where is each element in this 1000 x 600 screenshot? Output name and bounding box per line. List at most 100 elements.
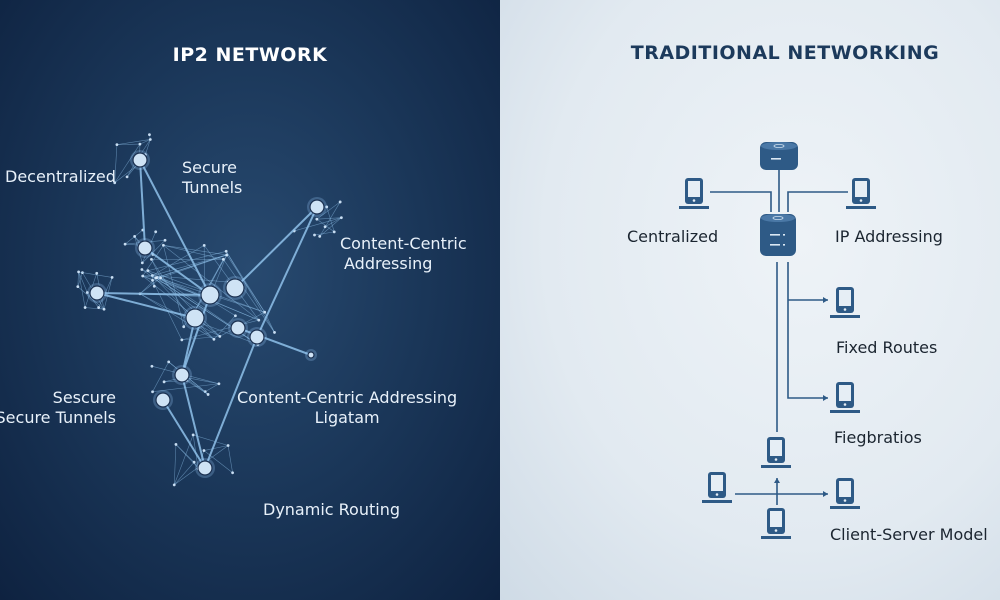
connection-line xyxy=(710,191,772,212)
network-link xyxy=(181,317,196,376)
mesh-point xyxy=(146,269,150,273)
network-node xyxy=(200,285,220,305)
mesh-link xyxy=(152,254,227,276)
mesh-point xyxy=(263,310,267,314)
network-link xyxy=(181,374,206,469)
server-top-mark xyxy=(772,215,784,220)
label-content-centric: Content-Centric Addressing xyxy=(340,234,467,274)
device-screen xyxy=(770,511,782,527)
mesh-point xyxy=(202,243,206,247)
network-node xyxy=(225,278,245,298)
mesh-point xyxy=(125,175,129,179)
mesh-link xyxy=(151,259,161,279)
server-led xyxy=(783,244,785,246)
label-content-centric-ligatam: Content-Centric Addressing Ligatam xyxy=(237,388,457,428)
mesh-point xyxy=(323,225,327,229)
mesh-link xyxy=(205,383,220,392)
mesh-link xyxy=(163,245,224,260)
label-centralized: Centralized xyxy=(627,227,719,246)
network-link xyxy=(181,294,211,376)
server-top xyxy=(761,214,795,222)
network-node xyxy=(230,320,246,336)
mesh-point xyxy=(110,276,114,279)
mesh-link xyxy=(114,143,141,183)
network-node xyxy=(249,329,265,345)
mesh-point xyxy=(218,334,222,338)
network-node xyxy=(307,351,315,359)
mesh-link xyxy=(181,336,220,341)
mesh-point xyxy=(133,235,137,238)
ip2-title: IP2 NETWORK xyxy=(172,44,328,66)
device-screen xyxy=(770,440,782,456)
network-link xyxy=(139,159,146,249)
mesh-link xyxy=(163,245,227,256)
mesh-link xyxy=(184,376,219,385)
network-link xyxy=(204,336,258,469)
network-node xyxy=(197,460,213,476)
mesh-point xyxy=(162,243,165,247)
label-client-server-model: Client-Server Model xyxy=(830,525,988,544)
label-decentralized: Decentralized xyxy=(5,167,116,186)
mesh-point xyxy=(162,380,166,384)
mesh-point xyxy=(151,278,154,282)
mesh-point xyxy=(191,433,195,437)
mesh-point xyxy=(140,261,144,265)
server-top xyxy=(761,142,797,150)
mesh-point xyxy=(231,471,234,475)
mesh-point xyxy=(313,233,316,237)
mesh-point xyxy=(140,268,144,271)
mesh-link xyxy=(155,254,227,279)
mesh-point xyxy=(150,257,153,261)
device-screen xyxy=(711,475,723,491)
label-sescure-tunnels: Sescure Secure Tunnels xyxy=(0,388,116,428)
mesh-link xyxy=(114,144,118,183)
server-led xyxy=(783,234,785,236)
mesh-point xyxy=(182,325,186,329)
mesh-point xyxy=(225,253,229,257)
label-line: Tunnels xyxy=(182,178,243,197)
mesh-link xyxy=(225,251,275,333)
mesh-link xyxy=(319,201,341,237)
label-secure-tunnels: Secure Tunnels xyxy=(182,158,242,198)
device-screen xyxy=(839,385,851,401)
mesh-link xyxy=(316,217,342,220)
traditional-network-diagram xyxy=(679,142,876,539)
mesh-point xyxy=(151,390,154,394)
mesh-point xyxy=(212,337,216,341)
mesh-point xyxy=(221,257,225,261)
server-slot xyxy=(771,158,781,160)
traditional-networking-panel: TRADITIONAL NETWORKING Centralized IP Ad… xyxy=(500,0,1000,600)
mesh-link xyxy=(145,139,151,155)
network-node xyxy=(137,240,153,256)
label-line: Content-Centric Addressing xyxy=(237,388,458,407)
mesh-link xyxy=(324,217,342,228)
ip2-network-panel: IP2 NETWORK Decentralized Secure Tunnels… xyxy=(0,0,500,600)
mesh-point xyxy=(206,393,210,396)
device-base xyxy=(679,206,709,209)
device-base xyxy=(830,315,860,318)
device-button xyxy=(692,199,696,202)
connection-line xyxy=(787,191,848,212)
mesh-link xyxy=(139,293,215,340)
label-dynamic-routing: Dynamic Routing xyxy=(263,500,400,519)
device-base xyxy=(761,465,791,468)
label-line: Ligatam xyxy=(314,408,380,427)
mesh-point xyxy=(180,338,184,342)
mesh-link xyxy=(141,269,205,297)
label-line: Secure Tunnels xyxy=(0,408,116,427)
device-screen xyxy=(855,181,867,197)
label-line: Sescure xyxy=(52,388,116,407)
mesh-link xyxy=(142,245,164,277)
mesh-point xyxy=(315,217,319,221)
mesh-link xyxy=(141,269,201,313)
mesh-link xyxy=(174,462,195,486)
mesh-link xyxy=(77,271,79,287)
mesh-point xyxy=(234,314,237,318)
mesh-point xyxy=(325,205,329,209)
mesh-link xyxy=(152,361,169,392)
server-slot xyxy=(770,234,780,236)
mesh-link xyxy=(314,231,335,236)
device-button xyxy=(843,403,847,406)
device-base xyxy=(846,206,876,209)
mesh-point xyxy=(148,138,152,141)
